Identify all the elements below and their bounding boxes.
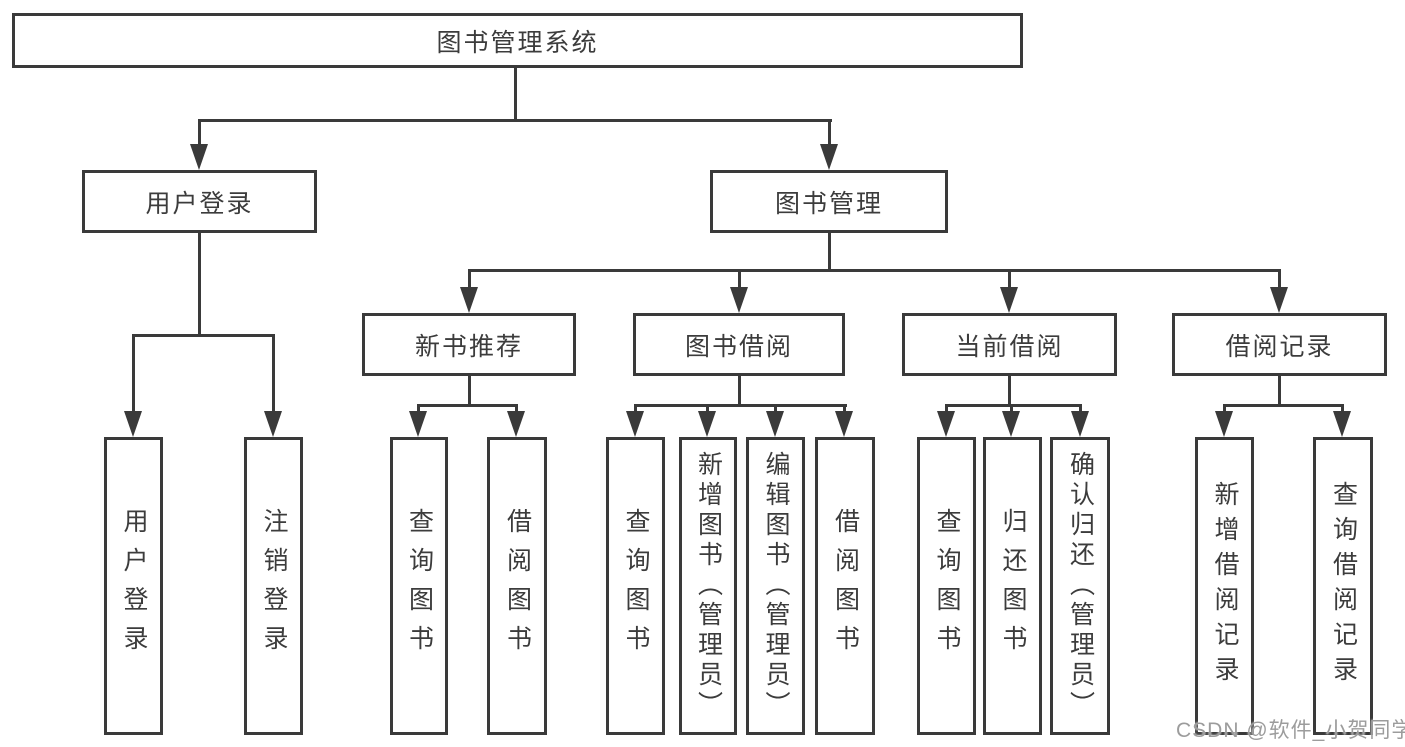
node-label: 借阅记录 bbox=[1225, 332, 1334, 361]
arrow-down bbox=[1002, 411, 1020, 437]
arrow-down bbox=[626, 411, 644, 437]
node-label: 查询图书 bbox=[933, 508, 961, 664]
node-label: 用户登录 bbox=[145, 189, 254, 218]
arrow-down bbox=[1270, 287, 1288, 313]
connector-drop bbox=[1223, 404, 1226, 414]
connector-userlogin-vertical bbox=[198, 233, 201, 337]
node-user-login: 用户登录 bbox=[82, 170, 317, 233]
node-label: 归还图书 bbox=[999, 508, 1027, 664]
arrow-down bbox=[766, 411, 784, 437]
node-label: 编辑图书（管理员） bbox=[762, 451, 790, 721]
node-label: 确认归还（管理员） bbox=[1066, 451, 1095, 721]
node-new-book-recommend: 新书推荐 bbox=[362, 313, 576, 376]
arrow-down bbox=[937, 411, 955, 437]
leaf-return-book: 归还图书 bbox=[983, 437, 1042, 735]
node-label: 注销登录 bbox=[260, 508, 288, 664]
connector-records-vertical bbox=[1278, 376, 1281, 407]
leaf-query-books-current: 查询图书 bbox=[917, 437, 976, 735]
arrow-down bbox=[698, 411, 716, 437]
arrow-down bbox=[409, 411, 427, 437]
connector-l3-horizontal bbox=[468, 269, 1281, 272]
node-label: 当前借阅 bbox=[955, 332, 1064, 361]
arrow-down bbox=[264, 411, 282, 437]
arrow-down bbox=[820, 144, 838, 170]
connector-drop bbox=[828, 119, 831, 146]
connector-drop bbox=[417, 404, 420, 414]
connector-current-vertical bbox=[1008, 376, 1011, 407]
leaf-user-login: 用户登录 bbox=[104, 437, 163, 735]
csdn-watermark: CSDN @软件_小贺同学 bbox=[1176, 719, 1405, 742]
arrow-down bbox=[1000, 287, 1018, 313]
arrow-down bbox=[835, 411, 853, 437]
connector-drop bbox=[706, 404, 709, 414]
arrow-down bbox=[190, 144, 208, 170]
connector-recommend-vertical bbox=[468, 376, 471, 407]
arrow-down bbox=[1071, 411, 1089, 437]
connector-records-horizontal bbox=[1223, 404, 1344, 407]
node-label: 用户登录 bbox=[120, 508, 148, 664]
arrow-down bbox=[124, 411, 142, 437]
node-label: 图书借阅 bbox=[684, 332, 793, 361]
node-label: 新书推荐 bbox=[414, 332, 523, 361]
connector-drop bbox=[738, 269, 741, 291]
connector-l2-horizontal bbox=[198, 119, 832, 122]
connector-drop bbox=[515, 404, 518, 414]
connector-drop bbox=[1079, 404, 1082, 414]
connector-borrowing-horizontal bbox=[634, 404, 847, 407]
connector-borrowing-vertical bbox=[738, 376, 741, 407]
leaf-query-books-borrow: 查询图书 bbox=[606, 437, 665, 735]
leaf-add-borrow-record: 新增借阅记录 bbox=[1195, 437, 1254, 735]
node-borrowing-records: 借阅记录 bbox=[1172, 313, 1387, 376]
node-label: 查询图书 bbox=[405, 508, 434, 664]
node-label: 查询图书 bbox=[622, 508, 650, 664]
connector-drop bbox=[198, 119, 201, 146]
node-label: 图书管理 bbox=[774, 189, 883, 218]
connector-drop bbox=[1278, 269, 1281, 291]
connector-drop bbox=[843, 404, 846, 414]
node-label: 新增借阅记录 bbox=[1211, 481, 1239, 691]
node-book-management: 图书管理 bbox=[710, 170, 948, 233]
arrow-down bbox=[1215, 411, 1233, 437]
node-library-management-system: 图书管理系统 bbox=[12, 13, 1023, 68]
leaf-borrow-books-borrow: 借阅图书 bbox=[815, 437, 875, 735]
connector-current-horizontal bbox=[945, 404, 1082, 407]
node-label: 借阅图书 bbox=[831, 508, 860, 664]
leaf-confirm-return-admin: 确认归还（管理员） bbox=[1050, 437, 1110, 735]
node-book-borrowing: 图书借阅 bbox=[633, 313, 845, 376]
arrow-down bbox=[730, 287, 748, 313]
connector-drop bbox=[945, 404, 948, 414]
connector-drop bbox=[272, 334, 275, 412]
node-label: 查询借阅记录 bbox=[1329, 481, 1358, 691]
connector-drop bbox=[132, 334, 135, 412]
connector-drop bbox=[468, 269, 471, 291]
node-label: 图书管理系统 bbox=[436, 28, 599, 57]
connector-bookmgmt-vertical bbox=[828, 233, 831, 272]
leaf-query-borrow-record: 查询借阅记录 bbox=[1313, 437, 1373, 735]
arrow-down bbox=[460, 287, 478, 313]
leaf-logout-login: 注销登录 bbox=[244, 437, 303, 735]
connector-drop bbox=[1010, 404, 1013, 414]
leaf-add-book-admin: 新增图书（管理员） bbox=[679, 437, 737, 735]
connector-drop bbox=[1008, 269, 1011, 291]
connector-drop bbox=[1341, 404, 1344, 414]
node-label: 新增图书（管理员） bbox=[694, 451, 723, 721]
node-label: 借阅图书 bbox=[503, 508, 532, 664]
connector-root-vertical bbox=[514, 68, 517, 122]
arrow-down bbox=[507, 411, 525, 437]
arrow-down bbox=[1333, 411, 1351, 437]
leaf-borrow-books-recommend: 借阅图书 bbox=[487, 437, 547, 735]
leaf-edit-book-admin: 编辑图书（管理员） bbox=[746, 437, 805, 735]
connector-recommend-horizontal bbox=[417, 404, 518, 407]
connector-drop bbox=[774, 404, 777, 414]
leaf-query-books-recommend: 查询图书 bbox=[390, 437, 448, 735]
connector-drop bbox=[634, 404, 637, 414]
node-current-borrowing: 当前借阅 bbox=[902, 313, 1117, 376]
connector-userlogin-horizontal bbox=[132, 334, 275, 337]
